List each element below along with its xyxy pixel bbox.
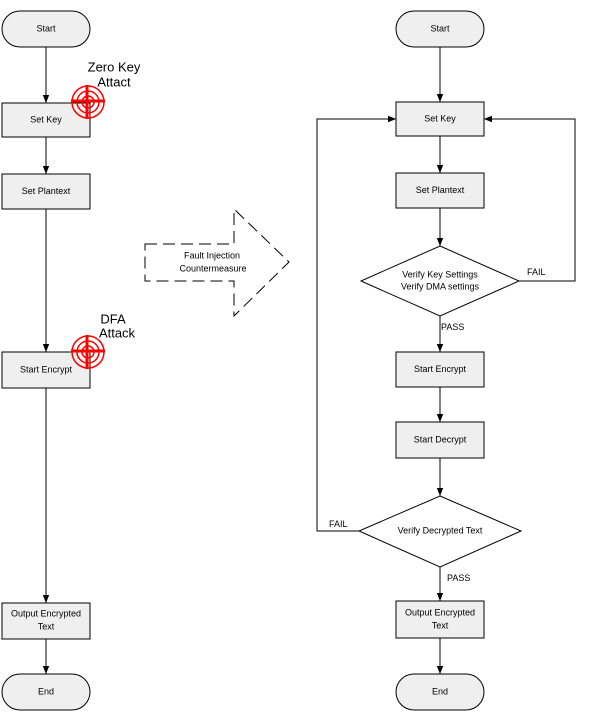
left-set-plaintext-node[interactable]: Set Plantext — [1, 173, 91, 210]
fault-injection-countermeasure-arrow: Fault Injection Countermeasure — [144, 207, 290, 318]
right-verify-decrypted-decision[interactable]: Verify Decrypted Text — [357, 495, 523, 568]
zero-key-attack-crosshair-icon — [71, 85, 105, 119]
left-flowchart: Start Set Key Set Plantext Start Encrypt… — [1, 10, 141, 711]
right-output-label-line2: Text — [432, 620, 449, 630]
right-set-plaintext-node[interactable]: Set Plantext — [395, 172, 485, 209]
right-start-encrypt-label: Start Encrypt — [414, 364, 467, 374]
fault-injection-label-line1: Fault Injection — [184, 250, 240, 260]
left-output-label-line1: Output Encrypted — [11, 608, 81, 618]
right-fail-label-1: FAIL — [527, 267, 546, 277]
right-fail-label-2: FAIL — [329, 519, 348, 529]
verify-key-label-line2: Verify DMA settings — [401, 281, 480, 291]
right-set-plaintext-label: Set Plantext — [416, 185, 465, 195]
left-start-encrypt-node[interactable]: Start Encrypt — [1, 351, 91, 389]
left-set-key-label: Set Key — [30, 114, 62, 124]
right-set-key-node[interactable]: Set Key — [395, 101, 485, 137]
right-start-decrypt-node[interactable]: Start Decrypt — [395, 421, 485, 459]
right-verify-key-decision[interactable]: Verify Key Settings Verify DMA settings — [359, 245, 521, 317]
left-output-node[interactable]: Output Encrypted Text — [1, 602, 91, 640]
right-start-node[interactable]: Start — [395, 10, 485, 48]
right-end-label: End — [432, 686, 448, 696]
verify-key-label-line1: Verify Key Settings — [402, 269, 478, 279]
right-flowchart: Start Set Key Set Plantext Verify Key Se… — [316, 10, 576, 711]
right-end-node[interactable]: End — [395, 673, 485, 711]
right-start-decrypt-label: Start Decrypt — [414, 434, 467, 444]
dfa-attack-crosshair-icon — [71, 335, 105, 369]
right-output-node[interactable]: Output Encrypted Text — [395, 600, 485, 639]
zero-key-attack-label-line2: Attact — [97, 74, 131, 89]
dfa-attack-label-line1: DFA — [100, 311, 126, 326]
left-output-label-line2: Text — [38, 621, 55, 631]
right-arrow-fail-loop-2-to-setkey — [316, 115, 396, 532]
right-start-label: Start — [430, 23, 450, 33]
left-set-key-node[interactable]: Set Key — [1, 102, 91, 138]
verify-decrypted-label: Verify Decrypted Text — [398, 525, 483, 535]
right-start-encrypt-node[interactable]: Start Encrypt — [395, 351, 485, 388]
left-start-node[interactable]: Start — [1, 10, 91, 48]
dashed-arrow-shape — [144, 207, 290, 318]
left-end-node[interactable]: End — [1, 673, 91, 711]
left-start-label: Start — [36, 23, 56, 33]
right-pass-label-2: PASS — [447, 573, 470, 583]
right-pass-label-1: PASS — [441, 322, 464, 332]
left-start-encrypt-label: Start Encrypt — [20, 364, 73, 374]
left-set-plaintext-label: Set Plantext — [22, 186, 71, 196]
zero-key-attack-label-line1: Zero Key — [88, 59, 141, 74]
fault-injection-label-line2: Countermeasure — [179, 263, 246, 273]
dfa-attack-label-line2: Attack — [99, 325, 136, 340]
right-arrow-fail-loop-to-setkey — [484, 115, 576, 282]
right-set-key-label: Set Key — [424, 113, 456, 123]
left-end-label: End — [38, 686, 54, 696]
right-output-label-line1: Output Encrypted — [405, 607, 475, 617]
